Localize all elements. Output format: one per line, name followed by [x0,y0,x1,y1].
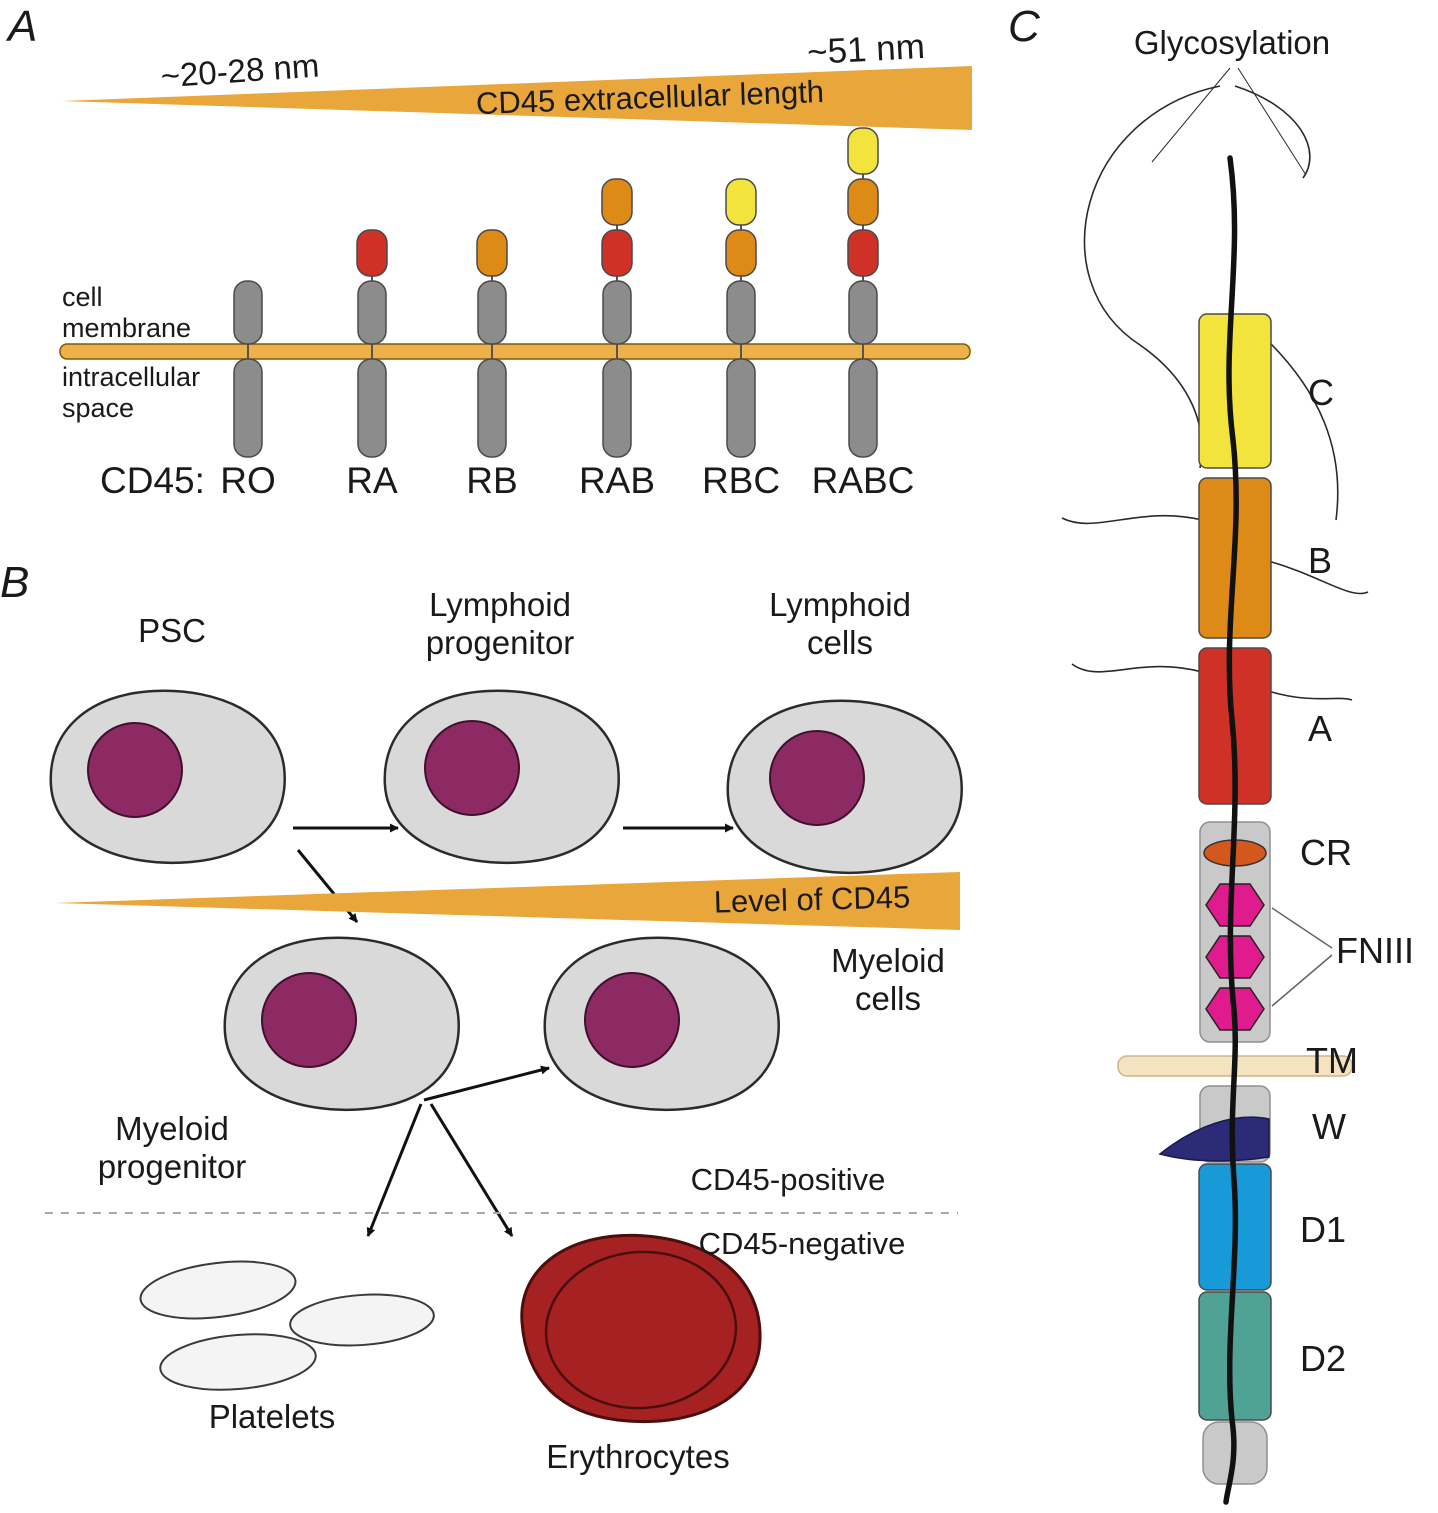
fniii-domain-shape [1205,935,1265,979]
level-of-cd45-wedge [55,872,960,930]
psc-label: PSC [138,612,206,649]
platelets-group [139,1260,435,1391]
level-of-cd45-wedge-label: Level of CD45 [713,879,911,920]
domain-label-a: A [1308,708,1333,749]
panel-c-art [1061,67,1369,1505]
fniii-bracket-line [1271,907,1333,949]
isoform-extracellular-stub [357,280,387,345]
glycan-strand [1261,334,1339,521]
isoform-domain-red [847,229,879,277]
isoform-domain-orange [601,178,633,226]
protein-backbone-line [1223,155,1239,1505]
platelet-shape [139,1260,297,1320]
isoform-intracellular-domain [848,358,878,458]
intracellular-space-label: intracellular space [62,362,201,424]
w-wedge-shape [1158,1116,1270,1162]
cell-membrane-label: cell membrane [62,282,192,344]
isoform-domain-orange [476,229,508,277]
d2-domain-box [1198,1291,1272,1421]
glycan-strand [1264,689,1353,701]
platelet-shape [159,1333,317,1391]
extracellular-length-wedge [62,66,972,130]
cd45-negative-label: CD45-negative [698,1226,906,1261]
isoform-extracellular-stub [602,280,632,345]
isoform-domain-yellow [847,127,879,175]
cd45-prefix-label: CD45: [100,460,205,501]
lymphoid-cell-nucleus [769,730,865,826]
arrow-myeloid-progenitor-to-myeloid-cells [423,1065,550,1102]
fniii-bracket-line [1271,954,1333,1007]
glycan-strand [1083,85,1221,469]
psc-cell-nucleus [87,722,183,818]
length-max-label: ~51 nm [806,26,926,73]
cell-membrane-band [59,343,971,360]
isoform-extracellular-stub [233,280,263,345]
glycosylation-label: Glycosylation [1133,24,1331,61]
erythrocyte-group [520,1233,762,1424]
erythrocyte-shape [520,1233,762,1424]
erythrocytes-label: Erythrocytes [546,1438,730,1475]
isoform-domain-orange [725,229,757,277]
platelets-label: Platelets [208,1398,336,1435]
cd45-positive-label: CD45-positive [690,1162,886,1197]
isoform-intracellular-domain [233,358,263,458]
domain-label-c: C [1308,372,1334,413]
isoform-label-ro: RO [220,460,276,501]
isoform-label-rabc: RABC [811,460,915,501]
isoform-domain-red [356,229,388,277]
domain-label-d1: D1 [1300,1209,1347,1250]
isoform-connector-lines [247,131,864,452]
isoform-intracellular-domain [357,358,387,458]
isoform-label-rab: RAB [578,460,656,501]
domain-label-b: B [1308,540,1333,581]
glycan-strand [1264,559,1369,595]
panel-c-letter: C [1008,2,1040,51]
arrow-myeloid-progenitor-to-platelets [366,1103,423,1237]
isoform-domain-orange [847,178,879,226]
myeloid-cell-nucleus [584,972,680,1068]
myeloid-progenitor-label: Myeloid progenitor [97,1110,247,1185]
panel-b-letter: B [0,558,30,607]
domain-label-fniii: FNIII [1336,930,1414,971]
isoform-label-rbc: RBC [701,460,781,501]
isoform-extracellular-stub [848,280,878,345]
panel-a-art [59,66,972,458]
domain-label-tm: TM [1306,1040,1358,1081]
glycan-chains [1061,67,1369,701]
lymphoid-progenitor-cell-nucleus [424,720,520,816]
isoform-label-ra: RA [346,460,398,501]
isoform-label-rb: RB [466,460,518,501]
isoform-intracellular-domain [477,358,507,458]
panel-a-letter: A [8,2,38,51]
glycan-strand [1061,514,1203,525]
panel-b-art [45,689,963,1424]
myeloid-progenitor-cell-nucleus [261,972,357,1068]
arrow-myeloid-progenitor-to-erythrocytes [429,1103,514,1237]
domain-label-d2: D2 [1300,1338,1347,1379]
glycosylation-pointer-line [1237,67,1307,176]
platelet-shape [289,1293,435,1347]
myeloid-cells-label: Myeloid cells [831,942,945,1017]
lymphoid-progenitor-label: Lymphoid progenitor [425,586,575,661]
lymphoid-cells-label: Lymphoid cells [769,586,911,661]
glycan-strand [1071,663,1203,673]
domain-label-cr: CR [1300,832,1352,873]
domain-label-w: W [1312,1106,1346,1147]
fniii-domain-shape [1205,883,1265,927]
isoform-extracellular-stub [726,280,756,345]
cells-group [49,689,963,1112]
glycan-strand [1234,85,1311,179]
erythrocyte-inner-rim [544,1250,738,1410]
isoform-domain-shapes [233,127,879,458]
glycosylation-pointer-line [1151,67,1231,163]
isoform-extracellular-stub [477,280,507,345]
isoform-domain-red [601,229,633,277]
isoform-domain-yellow [725,178,757,226]
isoform-intracellular-domain [726,358,756,458]
isoform-intracellular-domain [602,358,632,458]
